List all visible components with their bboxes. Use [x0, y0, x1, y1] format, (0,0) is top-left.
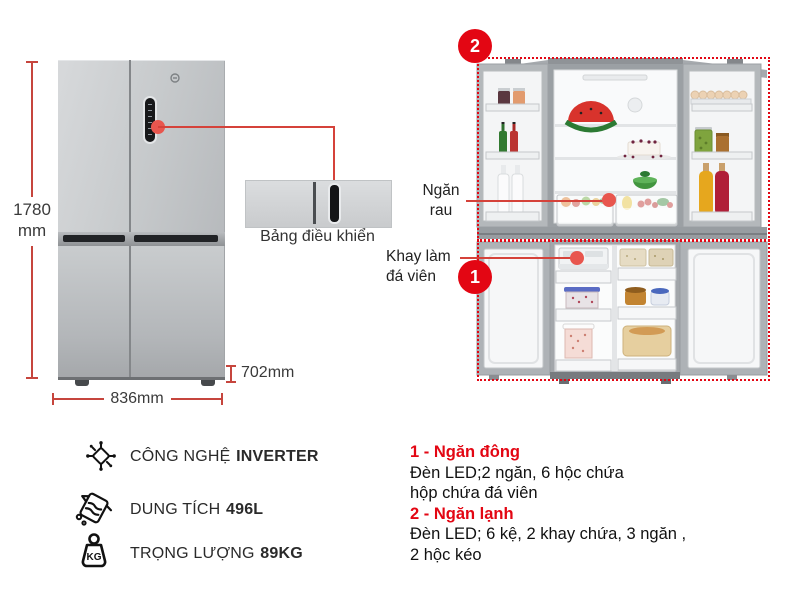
freezer-right-door: [679, 241, 768, 380]
feature-capacity-value: 496L: [226, 501, 264, 518]
fridge-right-door: [682, 59, 762, 228]
freezer-compartment-outline: [477, 240, 770, 381]
height-dim-tick-bottom: [26, 377, 38, 379]
door-gap-lower: [129, 246, 131, 377]
fridge-compartment: [476, 59, 767, 239]
ice-tray-callout-dot: [570, 251, 584, 265]
electrolux-logo: [170, 73, 180, 83]
freezer-beige-box: [622, 325, 672, 357]
watermelon-illustration: [564, 101, 618, 133]
inset-control-panel: [328, 183, 341, 224]
feature-weight: TRỌNG LƯỢNG 89KG: [130, 545, 303, 563]
control-panel-callout-line-h: [158, 126, 335, 128]
control-panel-screen: [145, 98, 155, 142]
capacity-jug-icon: [75, 492, 113, 526]
ice-tray-callout-line: [460, 257, 572, 259]
ice-tray-label-line2: đá viên: [386, 268, 436, 285]
feature-weight-value: 89KG: [260, 545, 303, 562]
fridge-foot-left: [75, 380, 89, 386]
spec-freezer-line1: Đèn LED;2 ngăn, 6 hộc chứa: [410, 463, 624, 482]
control-panel-callout-line-v: [333, 126, 335, 186]
vegetable-drawer-callout-line: [466, 200, 604, 202]
feature-capacity: DUNG TÍCH 496L: [130, 501, 263, 519]
vegetable-drawer-callout: Ngăn rau: [415, 181, 467, 221]
width-dim-line-right: [171, 398, 221, 400]
fridge-foot-right: [201, 380, 215, 386]
depth-dim-tick-top: [226, 365, 236, 367]
closed-fridge-upper-doors: [58, 60, 225, 232]
height-dim-line-upper: [31, 62, 33, 197]
inverter-technology-icon: [86, 441, 116, 471]
ice-tray-label-line1: Khay làm: [386, 248, 451, 265]
depth-dim-line: [230, 367, 232, 381]
width-dimension: 836mm: [110, 390, 164, 407]
inset-door-gap: [313, 182, 316, 224]
eggs-illustration: [690, 90, 752, 105]
width-dim-line-left: [54, 398, 104, 400]
feature-capacity-label: DUNG TÍCH: [130, 501, 221, 518]
height-value: 1780: [13, 200, 51, 219]
height-dim-line-lower: [31, 246, 33, 378]
feature-weight-label: TRỌNG LƯỢNG: [130, 545, 255, 562]
freezer-food-packs: [619, 248, 674, 267]
weight-kg-label: KG: [87, 552, 102, 563]
fridge-base: [58, 377, 225, 380]
weight-kg-icon: KG: [81, 533, 107, 568]
spec-freezer-line2: hộp chứa đá viên: [410, 484, 538, 502]
feature-inverter-label: CÔNG NGHỆ: [130, 448, 231, 465]
vegetable-drawer-callout-dot: [602, 193, 616, 207]
vegetable-drawer-label-line2: rau: [429, 202, 453, 219]
width-dim-tick-left: [52, 393, 54, 405]
vegetable-drawers: [556, 194, 678, 227]
fridge-compartment-outline: [477, 57, 770, 241]
feature-inverter-value: INVERTER: [236, 448, 319, 465]
freezer-compartment: [476, 240, 768, 384]
ice-tray-callout: Khay làm đá viên: [386, 247, 466, 287]
depth-dimension: 702mm: [241, 364, 295, 381]
control-panel-inset: [245, 180, 392, 228]
right-handle: [134, 235, 218, 242]
green-bowl-illustration: [633, 171, 657, 189]
spec-text-block: 1 - Ngăn đông Đèn LED;2 ngăn, 6 hộc chứa…: [410, 442, 686, 565]
spec-fridge-heading: 2 - Ngăn lạnh: [410, 504, 514, 523]
height-dimension: 1780 mm: [6, 199, 58, 241]
freezer-round-containers: [625, 287, 670, 306]
feature-inverter: CÔNG NGHỆ INVERTER: [130, 448, 319, 466]
height-unit: mm: [17, 221, 47, 240]
spec-fridge-line1: Đèn LED; 6 kệ, 2 khay chứa, 3 ngăn ,: [410, 525, 687, 543]
control-panel-label: Bảng điều khiển: [260, 228, 375, 245]
spec-fridge-line2: 2 hộc kéo: [410, 545, 482, 564]
left-handle: [63, 235, 125, 242]
fridge-left-door: [476, 59, 549, 228]
freezer-container-blue-lid: [564, 287, 600, 309]
freezer-tall-container: [562, 323, 595, 359]
width-dim-tick-right: [221, 393, 223, 405]
cake-illustration: [617, 139, 671, 160]
freezer-compartment-badge: 1: [458, 260, 492, 294]
freezer-left-door: [476, 241, 551, 380]
closed-fridge-lower-doors: [58, 246, 225, 377]
door-gap: [129, 60, 131, 232]
control-panel-display: [148, 104, 152, 136]
inset-control-panel-screen: [330, 185, 339, 222]
closed-fridge-illustration: [58, 60, 225, 380]
handle-band: [58, 232, 225, 246]
open-fridge-illustration: [476, 58, 768, 384]
vegetable-drawer-label-line1: Ngăn: [422, 182, 460, 199]
spec-freezer-heading: 1 - Ngăn đông: [410, 443, 520, 461]
fridge-compartment-badge: 2: [458, 29, 492, 63]
depth-dim-tick-bottom: [226, 381, 236, 383]
